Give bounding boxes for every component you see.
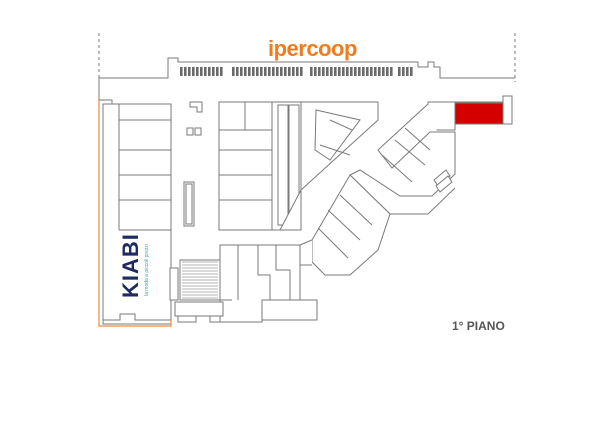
parking-stall (386, 67, 389, 76)
parking-stall (410, 67, 413, 76)
parking-stall (366, 67, 369, 76)
bottom-block (219, 244, 318, 323)
parking-stall (370, 67, 373, 76)
parking-stall (212, 67, 215, 76)
escalator-top (183, 101, 203, 227)
parking-stall (292, 67, 295, 76)
highlighted-store[interactable] (454, 102, 504, 125)
parking-stall (284, 67, 287, 76)
center-block (218, 101, 302, 231)
parking-stall (342, 67, 345, 76)
parking-stall (350, 67, 353, 76)
parking-stall (192, 67, 195, 76)
parking-stall (252, 67, 255, 76)
parking-stall (184, 67, 187, 76)
lower-corridor (299, 174, 391, 276)
parking-stall (200, 67, 203, 76)
parking-stall (362, 67, 365, 76)
parking-stall (318, 67, 321, 76)
parking-stall (300, 67, 303, 76)
parking-stall (180, 67, 183, 76)
parking-stall (296, 67, 299, 76)
outer-contour (98, 100, 172, 327)
parking-stall (280, 67, 283, 76)
parking-stall (232, 67, 235, 76)
parking-stall (390, 67, 393, 76)
parking-rows (180, 67, 413, 76)
parking-stall (326, 67, 329, 76)
floor-label: 1° PIANO (452, 319, 505, 333)
parking-stall (354, 67, 357, 76)
parking-stall (240, 67, 243, 76)
parking-stall (378, 67, 381, 76)
parking-stall (330, 67, 333, 76)
parking-stall (236, 67, 239, 76)
parking-stall (382, 67, 385, 76)
parking-stall (358, 67, 361, 76)
parking-stall (264, 67, 267, 76)
escalators-bottom (169, 259, 224, 323)
parking-stall (204, 67, 207, 76)
parking-stall (248, 67, 251, 76)
kiabi-tagline: la moda a piccoli prezzi (144, 244, 150, 296)
parking-stall (188, 67, 191, 76)
parking-stall (244, 67, 247, 76)
parking-stall (406, 67, 409, 76)
parking-stall (310, 67, 313, 76)
parking-stall (208, 67, 211, 76)
parking-stall (398, 67, 401, 76)
parking-stall (288, 67, 291, 76)
parking-stall (216, 67, 219, 76)
parking-stall (374, 67, 377, 76)
building-outline (98, 33, 516, 104)
diagonal-wing (279, 101, 379, 231)
parking-stall (314, 67, 317, 76)
parking-stall (196, 67, 199, 76)
parking-stall (402, 67, 405, 76)
parking-stall (272, 67, 275, 76)
parking-stall (346, 67, 349, 76)
parking-stall (322, 67, 325, 76)
right-wing (349, 95, 513, 215)
parking-stall (276, 67, 279, 76)
ipercoop-logo: ipercoop (268, 36, 357, 61)
kiabi-logo: KIABI (118, 233, 143, 298)
parking-stall (260, 67, 263, 76)
parking-stall (334, 67, 337, 76)
parking-stall (338, 67, 341, 76)
kiabi-store: KIABI la moda a piccoli prezzi (102, 103, 172, 325)
parking-stall (268, 67, 271, 76)
parking-stall (256, 67, 259, 76)
parking-stall (220, 67, 223, 76)
